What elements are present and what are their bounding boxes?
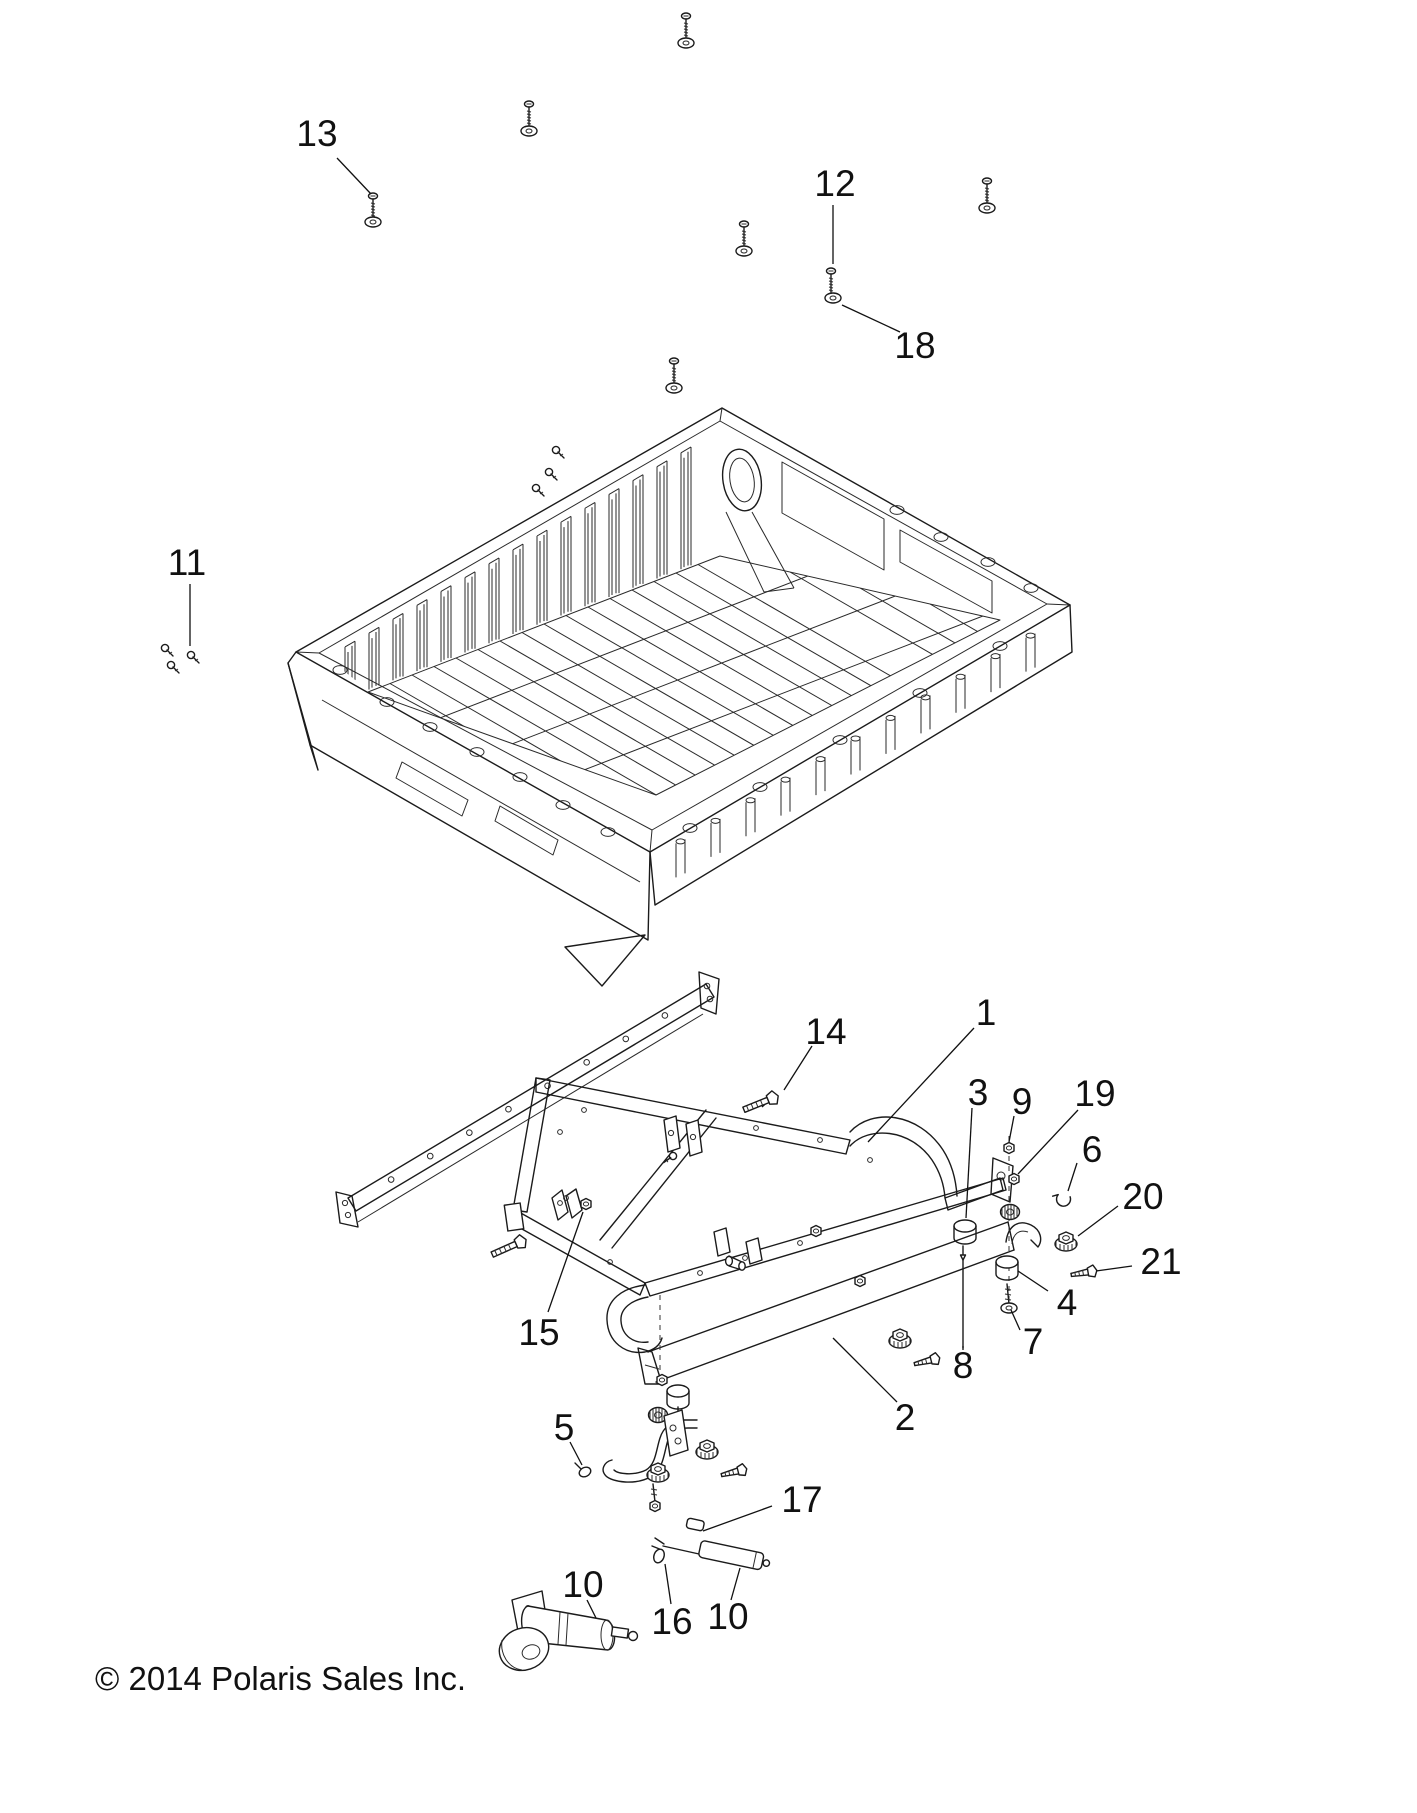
callout-5: 5: [554, 1407, 575, 1448]
callout-16: 16: [651, 1601, 692, 1642]
frame-bolt-holes: [557, 1107, 873, 1276]
bolt-7: [1000, 1283, 1018, 1314]
rim-holes: [332, 505, 1039, 837]
callout-1: 1: [976, 992, 997, 1033]
callout-15: 15: [518, 1312, 559, 1353]
gas-strut: [651, 1517, 771, 1571]
callout-9: 9: [1012, 1081, 1033, 1122]
callout-7: 7: [1023, 1321, 1044, 1362]
callout-labels: 13 12 18 11 14 1 3 9 19 6 20 21 4 7 8 2 …: [168, 113, 1182, 1642]
callout-19: 19: [1074, 1073, 1115, 1114]
front-support-channel: [335, 971, 720, 1228]
tailgate-skirt: [287, 651, 651, 987]
actuator-motor: [498, 1590, 639, 1672]
callout-6: 6: [1082, 1129, 1103, 1170]
channel-holes: [387, 1012, 669, 1183]
sidewall-ribs: [675, 632, 1036, 878]
callout-13: 13: [296, 113, 337, 154]
copyright-text: © 2014 Polaris Sales Inc.: [95, 1660, 466, 1697]
left-fastener-chain: [574, 1295, 749, 1513]
callout-14: 14: [805, 1011, 846, 1052]
callout-11: 11: [168, 542, 206, 583]
rear-wall-details: [721, 448, 993, 614]
callout-21: 21: [1140, 1241, 1181, 1282]
callout-4: 4: [1057, 1282, 1078, 1323]
callout-10-right: 10: [707, 1596, 748, 1637]
callout-10-left: 10: [562, 1564, 603, 1605]
callout-3: 3: [968, 1072, 989, 1113]
cargo-box-drawing: [287, 407, 1073, 987]
callout-2: 2: [895, 1397, 916, 1438]
right-fastener-chain: [888, 1136, 1099, 1371]
frame-mount-bolt: [740, 1088, 782, 1117]
box-mounting-screws: [160, 12, 996, 674]
callout-20: 20: [1122, 1176, 1163, 1217]
bed-support-rail: [637, 1221, 1042, 1385]
callout-8: 8: [953, 1345, 974, 1386]
box-mounting-frame: [503, 1077, 1014, 1354]
frame-mount-bolt: [488, 1232, 530, 1262]
front-wall-slots: [344, 446, 692, 690]
callout-18: 18: [894, 325, 935, 366]
leader-lines: [189, 157, 1133, 1619]
clamp-stud: [649, 1483, 661, 1513]
callout-17: 17: [781, 1479, 822, 1520]
callout-12: 12: [814, 163, 855, 204]
